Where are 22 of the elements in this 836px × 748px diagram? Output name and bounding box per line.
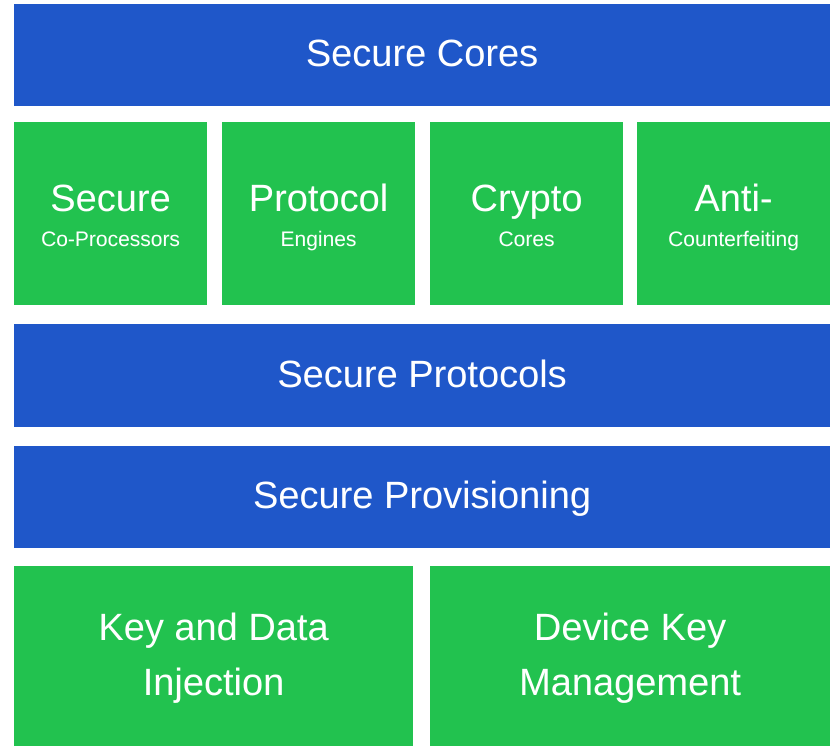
title-text: Crypto <box>470 177 582 222</box>
layer-bar <box>14 324 830 427</box>
layer-bar <box>14 446 830 548</box>
subtitle-text: Cores <box>498 227 555 254</box>
subtitle-text: Co-Processors <box>41 227 180 254</box>
layer-bar <box>14 4 830 106</box>
title-text: Key and Data Injection <box>97 606 330 706</box>
title-text: Anti- <box>694 177 773 222</box>
subtitle-text: Counterfeiting <box>668 227 799 254</box>
module-box <box>430 122 623 305</box>
module-box <box>14 122 207 305</box>
subtitle-text: Engines <box>280 227 356 254</box>
module-box <box>222 122 415 305</box>
module-box <box>430 566 830 746</box>
title-text: Protocol <box>248 177 388 222</box>
title-text: Secure Protocols <box>277 352 567 398</box>
module-box <box>14 566 413 746</box>
title-text: Secure Cores <box>306 32 538 78</box>
title-text: Device Key Management <box>518 606 742 706</box>
module-box <box>637 122 830 305</box>
title-text: Secure <box>50 177 171 222</box>
title-text: Secure Provisioning <box>253 474 591 520</box>
